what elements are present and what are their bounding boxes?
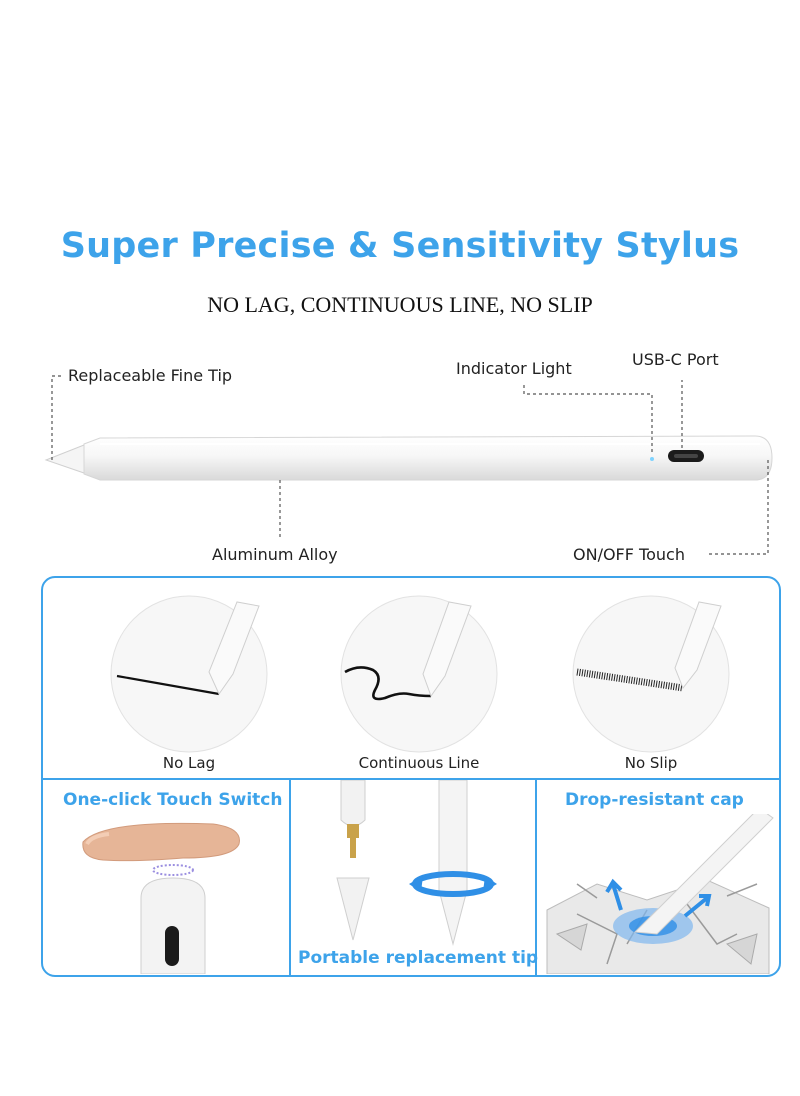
replacement-tip-image — [336, 780, 497, 946]
demo-label-no-lag: No Lag — [162, 754, 216, 772]
page-title: Super Precise & Sensitivity Stylus — [60, 226, 740, 266]
feature-title-drop-cap: Drop-resistant cap — [565, 790, 744, 810]
indicator-light — [650, 457, 654, 461]
feature-title-touch-switch: One-click Touch Switch — [63, 790, 283, 810]
demo-label-no-slip: No Slip — [624, 754, 678, 772]
panel-divider — [43, 778, 779, 780]
pen-body — [83, 435, 773, 481]
continuous-line-demo — [340, 595, 498, 753]
stylus-diagram — [44, 375, 773, 555]
feature-panel: No Lag Continuous Line No Slip One-click… — [41, 576, 781, 977]
callout-usb: USB-C Port — [632, 350, 719, 369]
panel-divider — [289, 778, 291, 977]
no-slip-demo — [572, 595, 730, 753]
callout-alloy: Aluminum Alloy — [212, 545, 338, 564]
page-subtitle: NO LAG, CONTINUOUS LINE, NO SLIP — [207, 292, 593, 317]
feature-title-replacement-tip: Portable replacement tip — [298, 948, 539, 968]
callout-touch: ON/OFF Touch — [573, 545, 685, 564]
drop-cap-image — [546, 814, 774, 974]
no-lag-demo — [110, 595, 268, 753]
callout-tip: Replaceable Fine Tip — [68, 366, 233, 385]
demo-label-continuous-line: Continuous Line — [358, 754, 480, 772]
touch-switch-image — [82, 822, 240, 974]
panel-divider — [535, 778, 537, 977]
callout-indicator: Indicator Light — [456, 359, 572, 378]
